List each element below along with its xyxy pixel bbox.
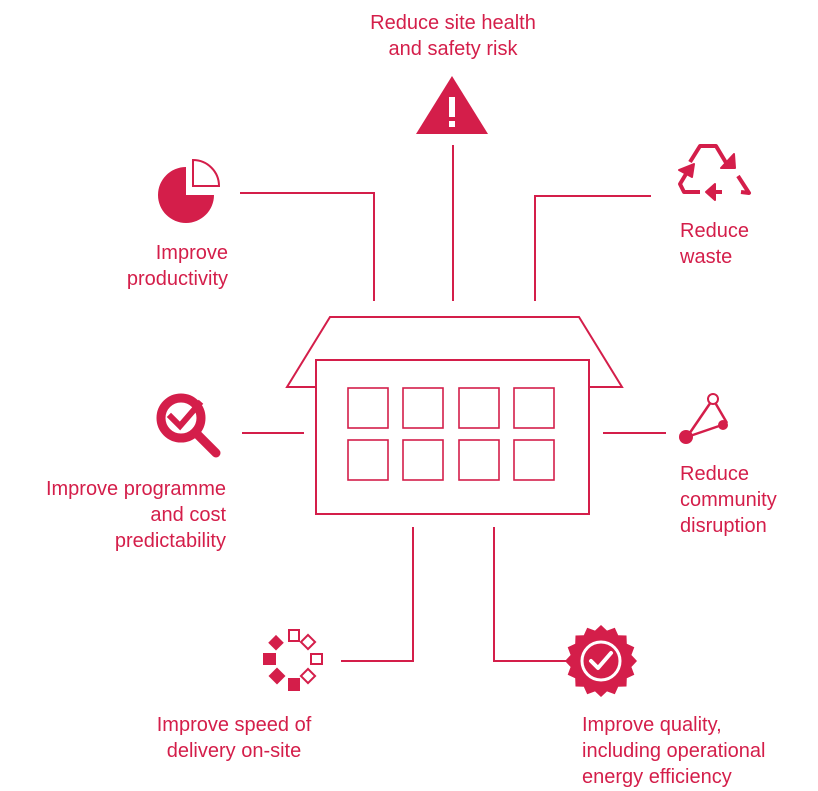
- magnifier-check-icon: [156, 393, 221, 458]
- connector-waste: [534, 195, 651, 301]
- network-nodes-icon: [679, 393, 729, 444]
- recycle-icon: [678, 144, 751, 201]
- quality-badge-check-icon: [565, 625, 637, 697]
- connector-productivity: [240, 192, 375, 301]
- connector-quality: [493, 527, 566, 662]
- pie-chart-icon: [158, 158, 221, 223]
- label-quality: Improve quality, including operational e…: [582, 714, 766, 788]
- connector-speed: [341, 527, 414, 662]
- label-community: Reduce community disruption: [680, 463, 777, 537]
- connector-lines: [240, 145, 666, 662]
- building-body: [315, 359, 590, 515]
- warning-triangle-icon: [416, 76, 488, 134]
- label-productivity: Improve productivity: [126, 242, 228, 290]
- label-speed: Improve speed of delivery on-site: [156, 714, 312, 762]
- label-safety: Reduce site health and safety risk: [370, 12, 536, 60]
- loading-spinner-icon: [263, 629, 323, 691]
- label-waste: Reduce waste: [680, 220, 749, 268]
- building-windows: [347, 387, 555, 481]
- label-predictability: Improve programme and cost predictabilit…: [45, 478, 226, 552]
- building-icon: [285, 316, 624, 515]
